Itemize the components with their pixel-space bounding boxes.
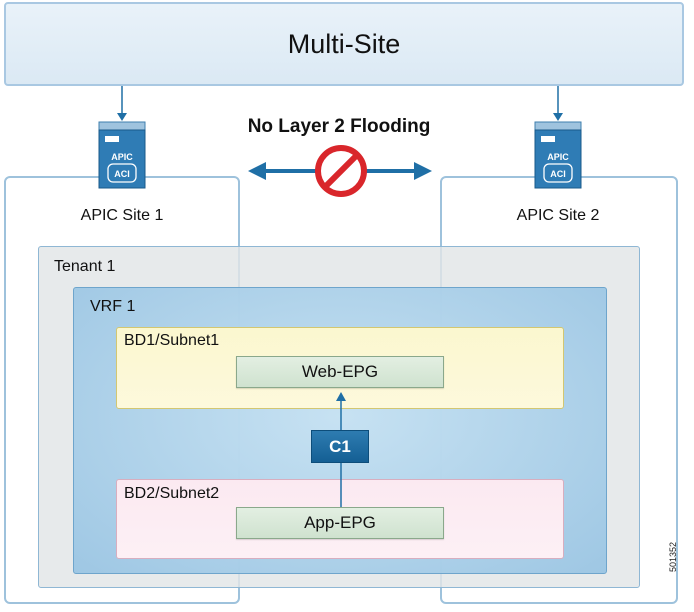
site-1-label: APIC Site 1 [80, 207, 164, 224]
site-2-link-arrowhead [553, 113, 563, 121]
vrf-label: VRF 1 [90, 298, 136, 315]
web-epg-label: Web-EPG [301, 362, 379, 381]
figure-id: 501352 [668, 541, 678, 572]
svg-text:APIC: APIC [111, 152, 133, 162]
app-epg-label: App-EPG [304, 513, 376, 532]
prohibited-icon [315, 145, 367, 197]
site-1-link-arrowhead [117, 113, 127, 121]
app-epg-box: App-EPG [236, 507, 444, 539]
site-2-label: APIC Site 2 [516, 207, 600, 224]
bd2-label: BD2/Subnet2 [124, 485, 220, 502]
web-epg-box: Web-EPG [236, 356, 444, 388]
tenant-label: Tenant 1 [54, 258, 116, 275]
multi-site-title: Multi-Site [287, 28, 401, 59]
multi-site-banner: Multi-Site [4, 2, 684, 86]
contract-label: C1 [329, 436, 351, 456]
double-arrow-icon [248, 162, 432, 180]
contract-box: C1 [311, 430, 369, 463]
bd1-label: BD1/Subnet1 [124, 332, 220, 349]
svg-text:APIC: APIC [547, 152, 569, 162]
no-flooding-label: No Layer 2 Flooding [247, 116, 431, 137]
